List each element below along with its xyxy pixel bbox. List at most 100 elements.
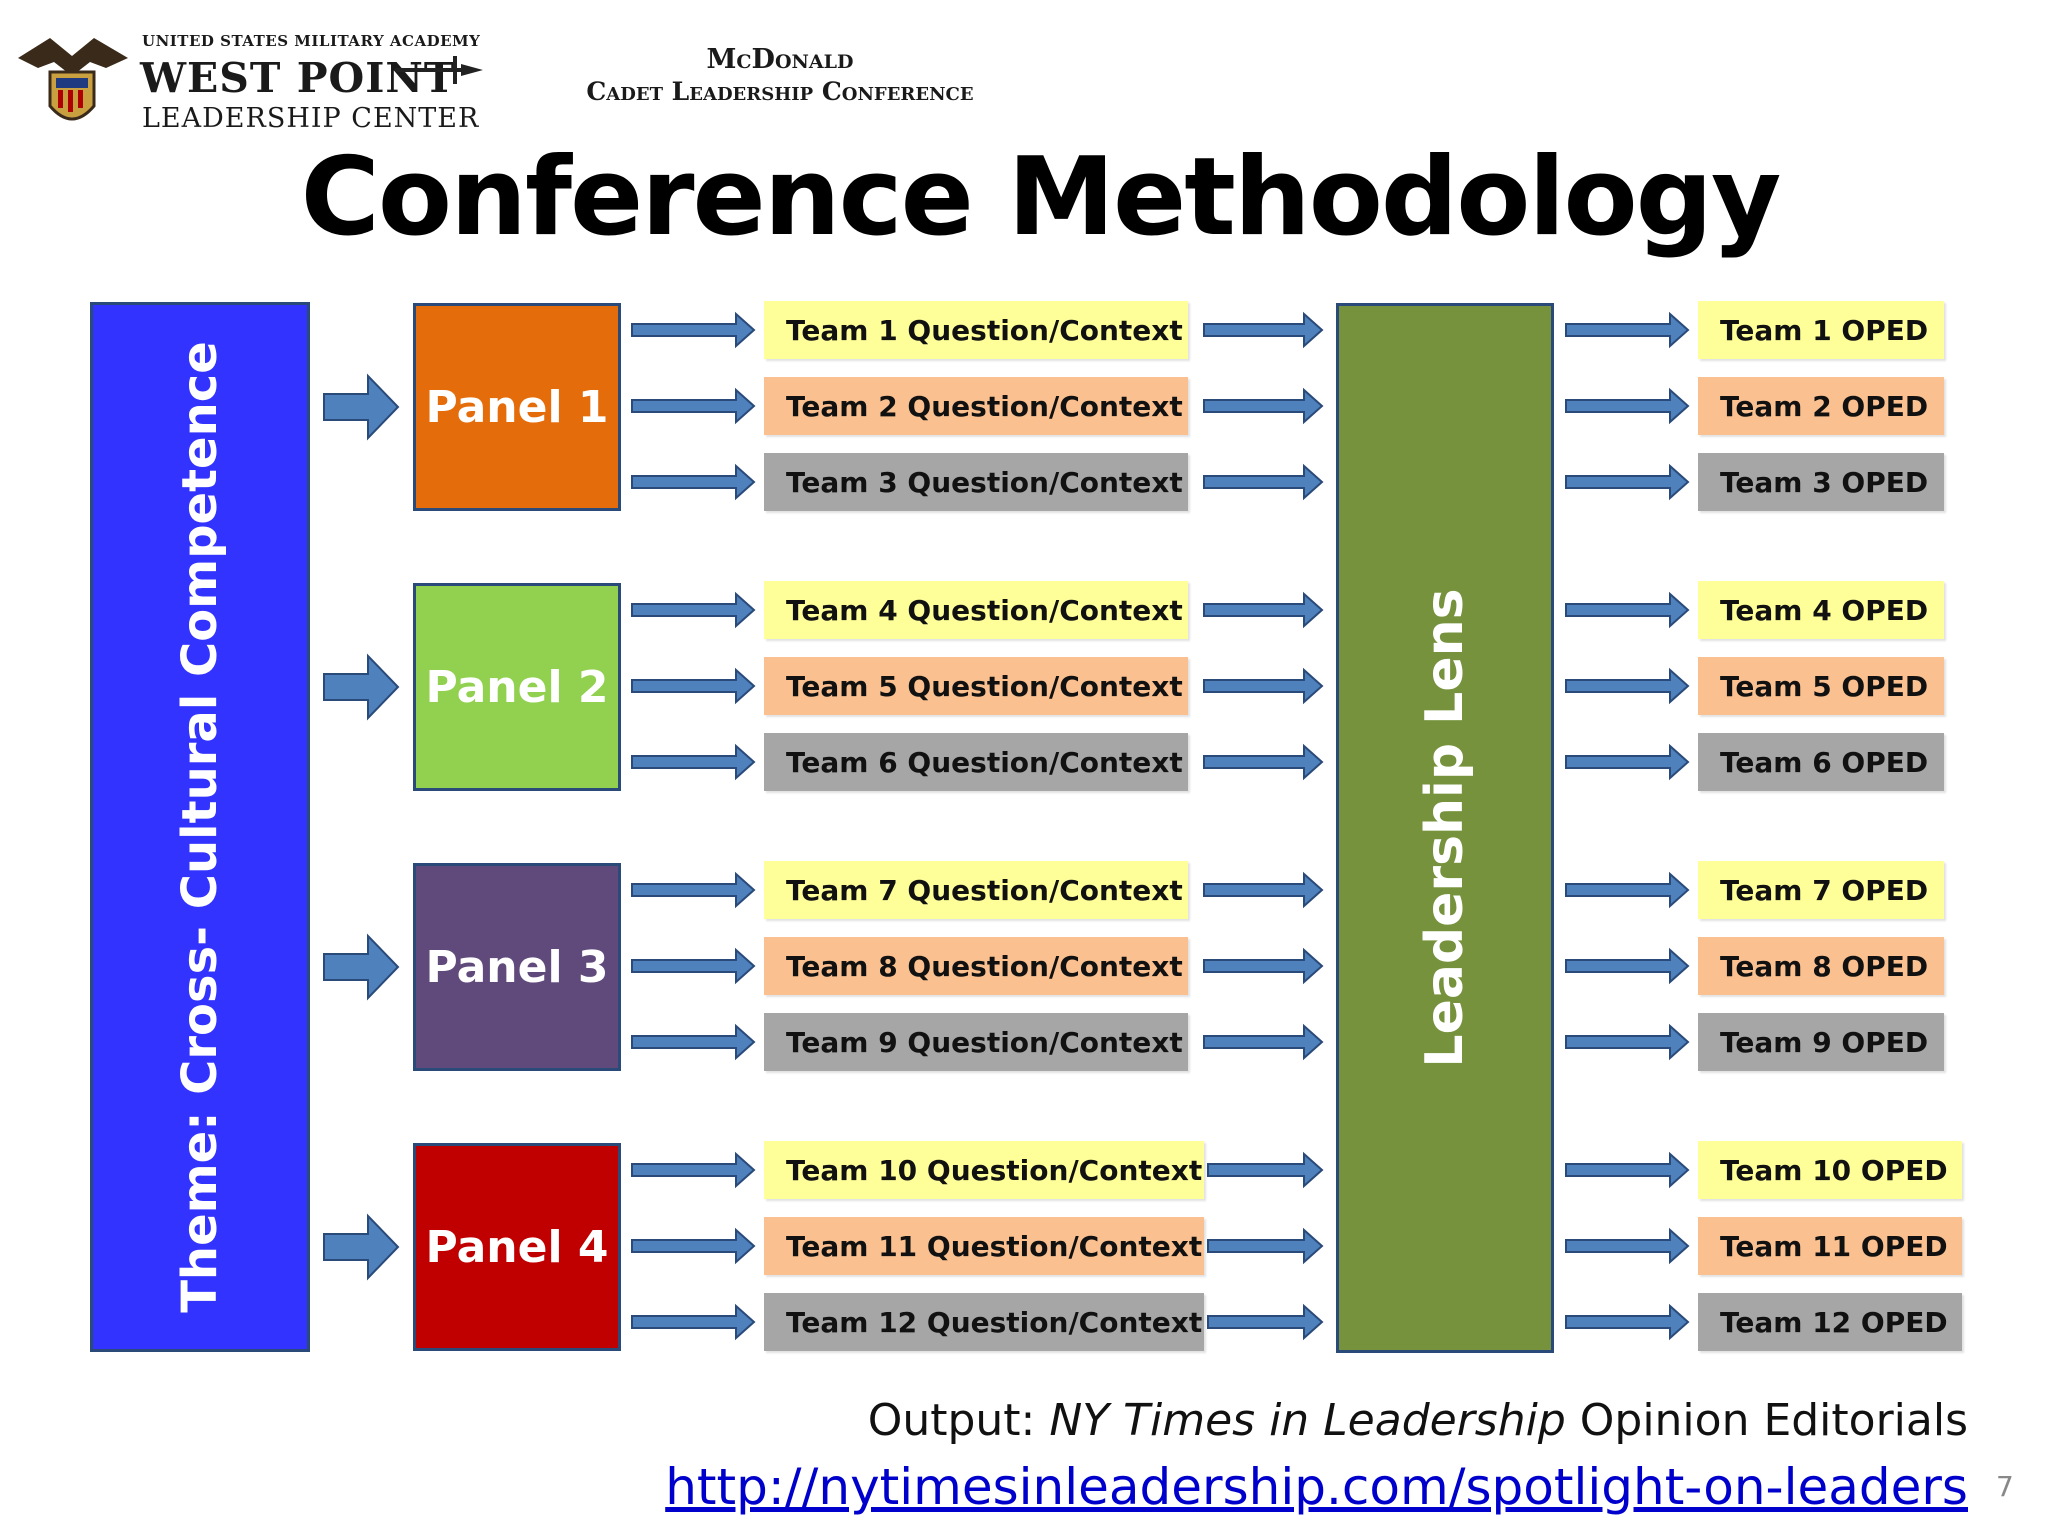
west-point-logo: UNITED STATES MILITARY ACADEMY WEST POIN…: [10, 20, 483, 140]
team-question-box: Team 1 Question/Context: [764, 301, 1188, 359]
team-oped-box: Team 10 OPED: [1698, 1141, 1962, 1199]
sword-icon: [395, 56, 483, 84]
lens-to-oped-arrow: [1565, 1227, 1690, 1265]
team-question-label: Team 8 Question/Context: [786, 949, 1183, 983]
team-oped-label: Team 3 OPED: [1720, 465, 1929, 499]
leadership-lens-box: Leadership Lens: [1336, 303, 1554, 1353]
lens-to-oped-arrow: [1565, 871, 1690, 909]
question-to-lens-arrow: [1203, 667, 1324, 705]
panel-to-question-arrow: [631, 871, 756, 909]
team-question-label: Team 11 Question/Context: [786, 1229, 1203, 1263]
panel-4: Panel 4: [413, 1143, 621, 1351]
team-question-box: Team 3 Question/Context: [764, 453, 1188, 511]
question-to-lens-arrow: [1203, 871, 1324, 909]
theme-to-panel-arrow: [323, 373, 400, 441]
lens-to-oped-arrow: [1565, 387, 1690, 425]
page-number: 7: [1996, 1470, 2014, 1503]
spotlight-link[interactable]: http://nytimesinleadership.com/spotlight…: [665, 1458, 1968, 1516]
question-to-lens-arrow: [1203, 311, 1324, 349]
panel-to-question-arrow: [631, 743, 756, 781]
team-question-label: Team 7 Question/Context: [786, 873, 1183, 907]
team-question-label: Team 10 Question/Context: [786, 1153, 1203, 1187]
team-oped-label: Team 7 OPED: [1720, 873, 1929, 907]
panel-to-question-arrow: [631, 1303, 756, 1341]
panel-to-question-arrow: [631, 463, 756, 501]
team-question-label: Team 5 Question/Context: [786, 669, 1183, 703]
team-oped-label: Team 5 OPED: [1720, 669, 1929, 703]
team-oped-label: Team 10 OPED: [1720, 1153, 1948, 1187]
eagle-crest-icon: [18, 38, 128, 121]
team-oped-label: Team 6 OPED: [1720, 745, 1929, 779]
output-prefix: Output:: [867, 1395, 1050, 1446]
panel-to-question-arrow: [631, 387, 756, 425]
team-oped-box: Team 3 OPED: [1698, 453, 1944, 511]
team-oped-box: Team 8 OPED: [1698, 937, 1944, 995]
panel-3: Panel 3: [413, 863, 621, 1071]
panel-1: Panel 1: [413, 303, 621, 511]
theme-to-panel-arrow: [323, 933, 400, 1001]
team-oped-box: Team 4 OPED: [1698, 581, 1944, 639]
team-oped-label: Team 1 OPED: [1720, 313, 1929, 347]
theme-to-panel-arrow: [323, 653, 400, 721]
team-question-label: Team 2 Question/Context: [786, 389, 1183, 423]
panel-2: Panel 2: [413, 583, 621, 791]
team-oped-label: Team 12 OPED: [1720, 1305, 1948, 1339]
team-oped-box: Team 1 OPED: [1698, 301, 1944, 359]
lens-to-oped-arrow: [1565, 947, 1690, 985]
team-oped-label: Team 8 OPED: [1720, 949, 1929, 983]
question-to-lens-arrow: [1203, 947, 1324, 985]
lens-to-oped-arrow: [1565, 1023, 1690, 1061]
team-question-box: Team 12 Question/Context: [764, 1293, 1204, 1351]
panel-label: Panel 3: [425, 941, 609, 993]
team-question-box: Team 7 Question/Context: [764, 861, 1188, 919]
team-oped-box: Team 12 OPED: [1698, 1293, 1962, 1351]
conference-name-line2: Cadet Leadership Conference: [586, 77, 974, 106]
theme-to-panel-arrow: [323, 1213, 400, 1281]
theme-box: Theme: Cross- Cultural Competence: [90, 302, 310, 1352]
team-oped-box: Team 9 OPED: [1698, 1013, 1944, 1071]
question-to-lens-arrow: [1207, 1151, 1324, 1189]
team-question-box: Team 10 Question/Context: [764, 1141, 1204, 1199]
logo-center-text: LEADERSHIP CENTER: [142, 103, 480, 134]
team-question-label: Team 4 Question/Context: [786, 593, 1183, 627]
panel-to-question-arrow: [631, 311, 756, 349]
lens-to-oped-arrow: [1565, 1151, 1690, 1189]
panel-to-question-arrow: [631, 947, 756, 985]
question-to-lens-arrow: [1203, 591, 1324, 629]
panel-label: Panel 2: [425, 661, 609, 713]
question-to-lens-arrow: [1203, 743, 1324, 781]
leadership-lens-label: Leadership Lens: [1415, 588, 1475, 1068]
team-question-box: Team 11 Question/Context: [764, 1217, 1204, 1275]
question-to-lens-arrow: [1207, 1303, 1324, 1341]
team-question-label: Team 12 Question/Context: [786, 1305, 1203, 1339]
team-oped-box: Team 11 OPED: [1698, 1217, 1962, 1275]
panel-to-question-arrow: [631, 667, 756, 705]
panel-to-question-arrow: [631, 1151, 756, 1189]
lens-to-oped-arrow: [1565, 463, 1690, 501]
logo-academy-text: UNITED STATES MILITARY ACADEMY: [142, 32, 481, 50]
lens-to-oped-arrow: [1565, 667, 1690, 705]
conference-name-line1: McDonald: [706, 44, 854, 75]
panel-to-question-arrow: [631, 591, 756, 629]
team-question-box: Team 4 Question/Context: [764, 581, 1188, 639]
team-oped-box: Team 2 OPED: [1698, 377, 1944, 435]
lens-to-oped-arrow: [1565, 1303, 1690, 1341]
conference-name: McDonald Cadet Leadership Conference: [520, 44, 1040, 108]
output-caption: Output: NY Times in Leadership Opinion E…: [868, 1395, 1968, 1446]
team-question-box: Team 5 Question/Context: [764, 657, 1188, 715]
panel-label: Panel 4: [425, 1221, 609, 1273]
lens-to-oped-arrow: [1565, 743, 1690, 781]
panel-to-question-arrow: [631, 1227, 756, 1265]
team-question-label: Team 6 Question/Context: [786, 745, 1183, 779]
panel-label: Panel 1: [425, 381, 609, 433]
team-question-label: Team 9 Question/Context: [786, 1025, 1183, 1059]
team-question-box: Team 9 Question/Context: [764, 1013, 1188, 1071]
lens-to-oped-arrow: [1565, 591, 1690, 629]
team-question-box: Team 8 Question/Context: [764, 937, 1188, 995]
team-oped-label: Team 2 OPED: [1720, 389, 1929, 423]
team-oped-box: Team 5 OPED: [1698, 657, 1944, 715]
team-oped-label: Team 4 OPED: [1720, 593, 1929, 627]
logo-west-point-text: WEST POINT: [140, 54, 456, 102]
lens-to-oped-arrow: [1565, 311, 1690, 349]
